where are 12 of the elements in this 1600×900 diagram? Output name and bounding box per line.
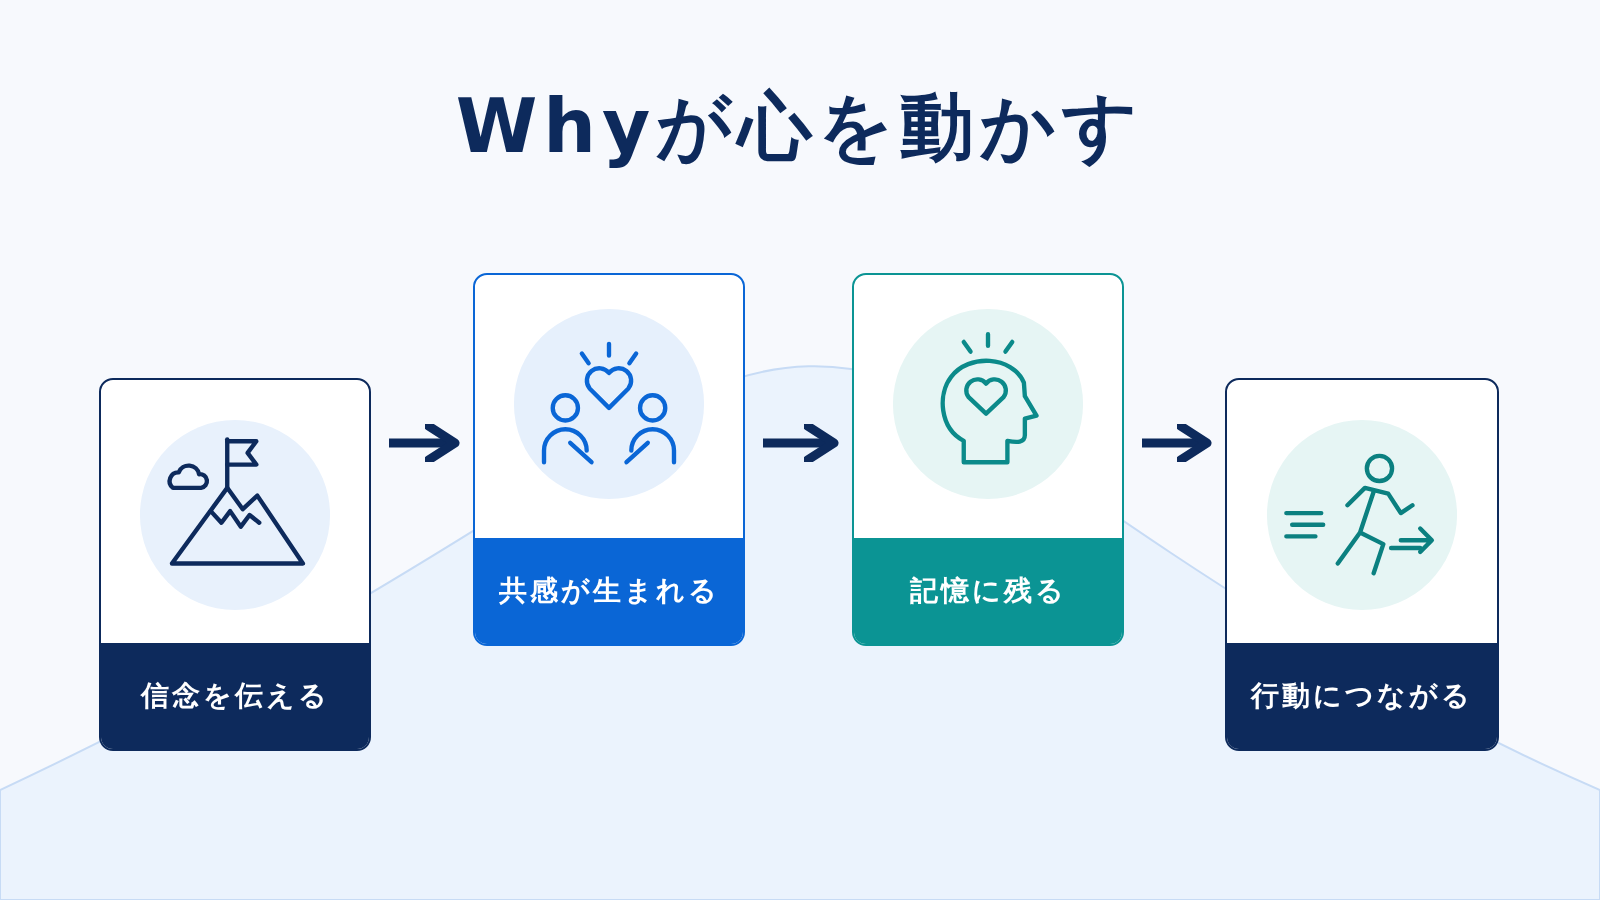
title: Whyが心を動かす [454,82,1146,171]
arrow [1142,421,1212,465]
step-label: 共感が生まれる [475,538,743,644]
step-card [473,273,745,646]
step-card [852,273,1124,646]
step-card [1225,378,1499,751]
step-label: 記憶に残る [854,538,1122,644]
arrow [763,421,839,465]
step-card [99,378,371,751]
step-label: 行動につながる [1227,643,1497,749]
step-label: 信念を伝える [101,643,369,749]
arrow [389,421,460,465]
